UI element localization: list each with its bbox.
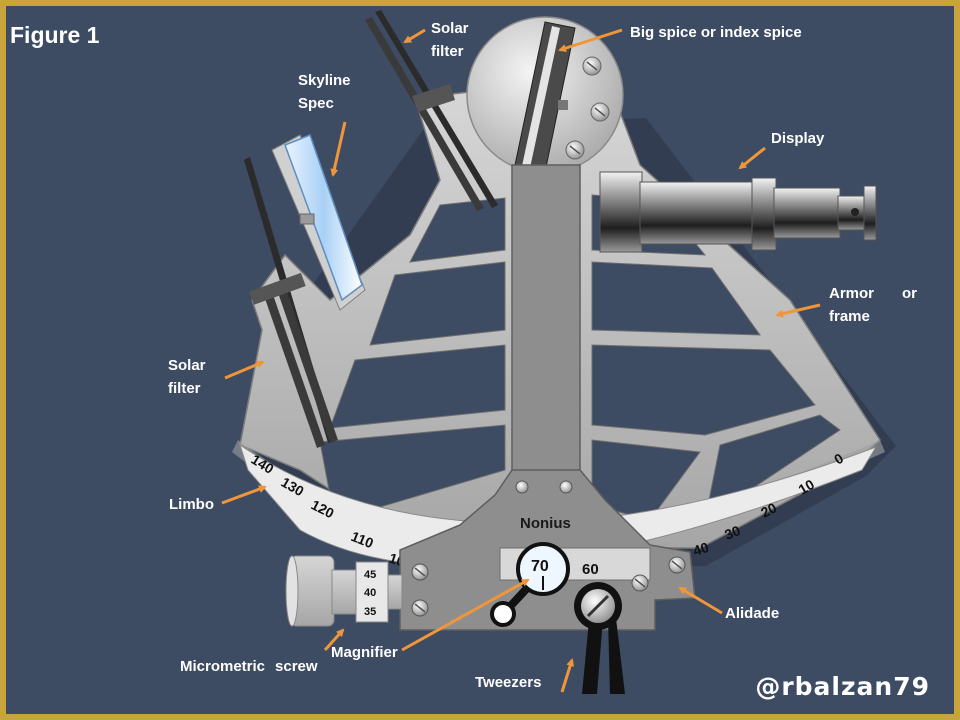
label-limb: Limbo (169, 496, 214, 513)
frame-cutouts (319, 194, 841, 522)
figure-title: Figure 1 (10, 22, 100, 48)
label-frame: Armor or frame (829, 282, 917, 328)
arrow-telescope (738, 146, 766, 170)
label-word: Micrometric (180, 658, 266, 675)
label-word: Armor (829, 285, 875, 302)
telescope-objective (599, 171, 643, 253)
micrometer-number: 45 (364, 569, 377, 581)
limb-number: 110 (349, 528, 376, 551)
label-line: filter (431, 43, 464, 60)
label-line: frame (829, 308, 870, 325)
label-magnifier: Magnifier (331, 644, 398, 661)
limb-number: 20 (758, 499, 779, 520)
screw-slots (414, 61, 683, 613)
clamp (574, 582, 625, 694)
label-line: Spec (298, 95, 334, 112)
arrow-horizon-mirror (330, 121, 347, 177)
micrometer-scale (355, 561, 389, 623)
vernier-number: 70 (531, 558, 549, 575)
arrow-alidade (678, 586, 723, 615)
horizon-mirror (271, 134, 366, 311)
label-word: or (902, 285, 918, 302)
label-line: Solar (168, 357, 206, 374)
label-clamp: Tweezers (475, 674, 542, 691)
callout-arrows (221, 28, 821, 693)
micrometer-drum (285, 555, 403, 627)
label-line: Skyline (298, 72, 351, 89)
telescope (599, 171, 877, 253)
arrow-micrometer (323, 628, 345, 652)
author-credit: @rbalzan79 (755, 672, 930, 701)
solar-filters-top (365, 10, 498, 211)
arrow-clamp (560, 658, 575, 693)
label-line: filter (168, 380, 201, 397)
label-line: Solar (431, 20, 469, 37)
alidade-arm (511, 164, 581, 486)
arrow-frame (775, 303, 821, 318)
limb-number: 10 (796, 476, 818, 498)
label-horizon-mirror: Skyline Spec (298, 69, 351, 115)
arrow-solar-filter-top (403, 28, 426, 44)
vernier-number: 60 (582, 561, 599, 578)
limb-number: 30 (722, 522, 743, 543)
magnifier-small-lens (490, 601, 516, 627)
solar-filters-left (244, 157, 338, 448)
label-alidade: Alidade (725, 605, 780, 622)
label-solar-filter-top: Solar filter (431, 17, 469, 63)
label-index-mirror: Big spice or index spice (630, 24, 802, 41)
index-mirror (466, 16, 624, 174)
label-micrometer: Micrometric screw (180, 655, 318, 678)
magnifier-lens (516, 542, 570, 596)
arrow-magnifier (401, 578, 530, 652)
horizon-mirror-glass (284, 134, 363, 302)
label-telescope: Display (771, 130, 825, 147)
arrow-limb (221, 485, 267, 505)
arrow-solar-filter-left (224, 360, 265, 380)
arrow-index-mirror (558, 28, 623, 52)
limb-number: 40 (691, 539, 711, 559)
label-solar-filter-left: Solar filter (168, 354, 206, 400)
label-word: screw (275, 658, 318, 675)
label-nonius: Nonius (520, 515, 571, 532)
magnifier (490, 542, 570, 627)
micrometer-number: 40 (364, 587, 377, 599)
micrometer-number: 35 (364, 606, 377, 618)
